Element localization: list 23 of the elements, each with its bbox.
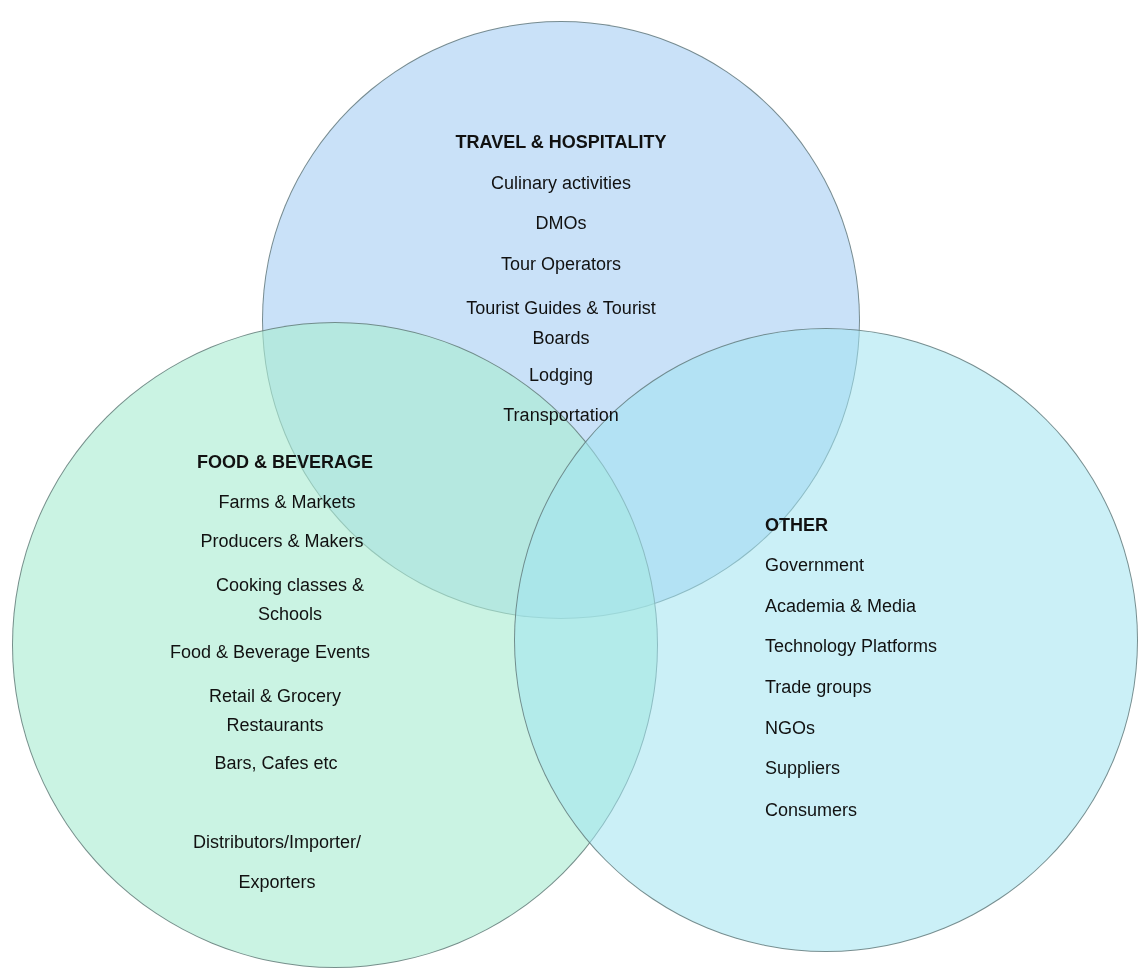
category-heading: FOOD & BEVERAGE <box>196 451 374 473</box>
list-item: Trade groups <box>765 676 873 698</box>
list-item: Tour Operators <box>499 253 623 275</box>
list-item: Distributors/Importer/ Exporters <box>191 831 362 894</box>
list-item: Retail & Grocery Restaurants <box>207 685 342 737</box>
category-heading: TRAVEL & HOSPITALITY <box>454 131 668 153</box>
list-item: Food & Beverage Events <box>168 641 372 663</box>
list-item: Tourist Guides & Tourist Boards <box>465 297 657 350</box>
category-heading: OTHER <box>765 514 829 536</box>
list-item: Government <box>765 554 866 576</box>
list-item: Bars, Cafes etc <box>213 752 339 774</box>
list-item: Culinary activities <box>489 172 632 194</box>
list-item: Producers & Makers <box>199 530 365 552</box>
list-item: Consumers <box>765 799 859 821</box>
list-item: Transportation <box>502 404 620 426</box>
list-item: NGOs <box>765 717 816 739</box>
list-item: Cooking classes & Schools <box>214 574 366 626</box>
list-item: DMOs <box>534 212 588 234</box>
list-item: Suppliers <box>765 757 842 779</box>
list-item: Lodging <box>527 364 595 386</box>
list-item: Academia & Media <box>765 595 918 617</box>
list-item: Technology Platforms <box>765 635 939 657</box>
list-item: Farms & Markets <box>217 491 357 513</box>
